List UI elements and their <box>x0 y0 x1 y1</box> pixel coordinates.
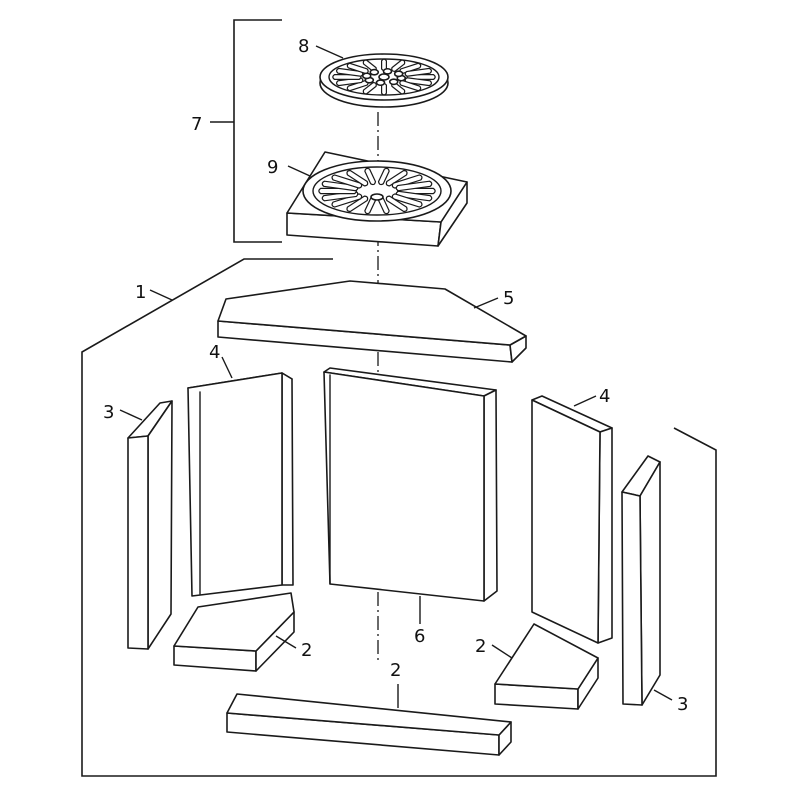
part-6-back-panel <box>323 367 498 602</box>
grate-boss <box>369 68 380 76</box>
part-4-left-panel <box>187 372 294 597</box>
part-2-left-floor <box>173 592 295 672</box>
part-8-grate-slots <box>332 58 436 96</box>
callout-8: 8 <box>298 36 309 57</box>
grate-slot <box>346 195 369 213</box>
grate-slot <box>364 167 377 186</box>
grate-slot <box>362 81 377 95</box>
grate-slot <box>385 169 408 187</box>
grate-hub <box>378 73 390 81</box>
callout-2-left: 2 <box>301 640 312 661</box>
assembly-1-frame <box>81 258 717 777</box>
callout-7: 7 <box>191 114 202 135</box>
part-2-right-floor <box>494 623 599 710</box>
grate-slot <box>395 180 433 192</box>
grate-boss <box>393 70 404 78</box>
grate-slot <box>377 167 390 186</box>
grate-slot <box>399 79 422 92</box>
grate-boss <box>388 78 399 86</box>
callout-4-left: 4 <box>209 342 220 363</box>
callout-9: 9 <box>267 157 278 178</box>
grate-slot <box>331 174 363 189</box>
group-7-bracket <box>233 19 282 243</box>
callout-6: 6 <box>414 626 425 647</box>
grate-boss <box>375 79 386 87</box>
grate-slot <box>385 195 408 213</box>
grate-slot <box>391 193 423 208</box>
grate-slot <box>346 169 369 187</box>
callout-2-right: 2 <box>475 636 486 657</box>
grate-boss <box>361 72 372 80</box>
grate-boss <box>382 67 393 75</box>
part-3-right-strip <box>621 455 661 706</box>
grate-slot <box>404 67 432 77</box>
part-8-grate-bosses <box>361 67 407 87</box>
callout-4-right: 4 <box>599 386 610 407</box>
callout-3-right: 3 <box>677 694 688 715</box>
part-9-grate-slots <box>318 167 436 215</box>
callout-2-center: 2 <box>390 660 401 681</box>
grate-slot <box>391 59 406 73</box>
callout-5: 5 <box>503 288 514 309</box>
grate-slot <box>336 67 364 77</box>
part-4-right-panel <box>531 395 613 644</box>
part-9-grate-frame <box>286 151 468 247</box>
callout-3-left: 3 <box>103 402 114 423</box>
callout-1: 1 <box>135 282 146 303</box>
part-3-left-strip <box>127 400 173 650</box>
part-5-deflector <box>217 280 527 363</box>
grate-slot <box>346 62 369 75</box>
leader-lines <box>119 45 673 708</box>
part-2-center-floor <box>226 693 512 756</box>
part-8-round-grate <box>319 53 449 108</box>
grate-slot <box>404 77 432 87</box>
